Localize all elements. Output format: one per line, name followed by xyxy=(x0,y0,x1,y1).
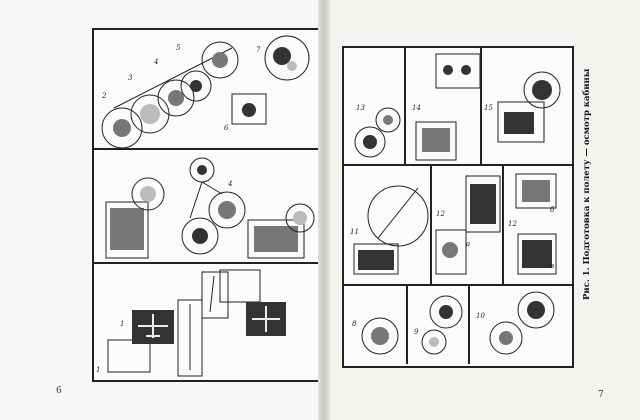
left-page-number: 6 xyxy=(56,386,62,396)
left-divider-1 xyxy=(92,148,320,150)
fig-label-12b: 12 xyxy=(508,220,517,228)
fig-label-11: 11 xyxy=(350,228,359,236)
fig-label-1b: 1 xyxy=(120,320,125,328)
right-col-6 xyxy=(468,284,470,364)
fig-label-13: 13 xyxy=(356,104,365,112)
right-col-4 xyxy=(502,164,504,284)
right-col-1 xyxy=(404,46,406,164)
panel-middle-illustration xyxy=(105,157,315,259)
fig-label-15: 15 xyxy=(484,104,493,112)
right-divider-2 xyxy=(342,284,572,286)
fig-label-a: а xyxy=(466,240,471,248)
fig-label-4: 4 xyxy=(154,58,159,66)
fig-label-7: 7 xyxy=(256,46,261,54)
book-gutter xyxy=(318,0,330,420)
figure-caption: Рис. 1. Подготовка к полету — осмотр каб… xyxy=(582,68,592,300)
row-middle-illustration xyxy=(353,173,557,275)
right-divider-1 xyxy=(342,164,572,166)
fig-label-1a: 1 xyxy=(96,366,101,374)
left-page: 2 3 4 5 6 7 4 1 1 6 xyxy=(0,0,322,420)
panel-bottom-illustration xyxy=(107,269,286,377)
fig-label-10: 10 xyxy=(476,312,485,320)
right-page: 13 14 15 11 12 12 а б в 8 9 10 Рис. 1. П… xyxy=(330,0,640,420)
fig-label-8: 8 xyxy=(352,320,357,328)
fig-label-5: 5 xyxy=(176,44,181,52)
panel-top-illustration xyxy=(101,35,310,149)
fig-label-6: 6 xyxy=(224,124,229,132)
left-divider-2 xyxy=(92,262,320,264)
right-page-number: 7 xyxy=(598,390,604,400)
fig-label-v: в xyxy=(550,262,555,270)
fig-label-b: б xyxy=(550,206,555,214)
fig-label-4b: 4 xyxy=(228,180,233,188)
fig-label-2: 2 xyxy=(102,92,107,100)
row-top-illustration xyxy=(354,53,561,161)
right-col-2 xyxy=(480,46,482,164)
fig-label-12a: 12 xyxy=(436,210,445,218)
row-bottom-illustration xyxy=(361,291,555,355)
fig-label-9: 9 xyxy=(414,328,419,336)
fig-label-3: 3 xyxy=(128,74,133,82)
fig-label-14: 14 xyxy=(412,104,421,112)
right-col-3 xyxy=(430,164,432,284)
right-col-5 xyxy=(406,284,408,364)
